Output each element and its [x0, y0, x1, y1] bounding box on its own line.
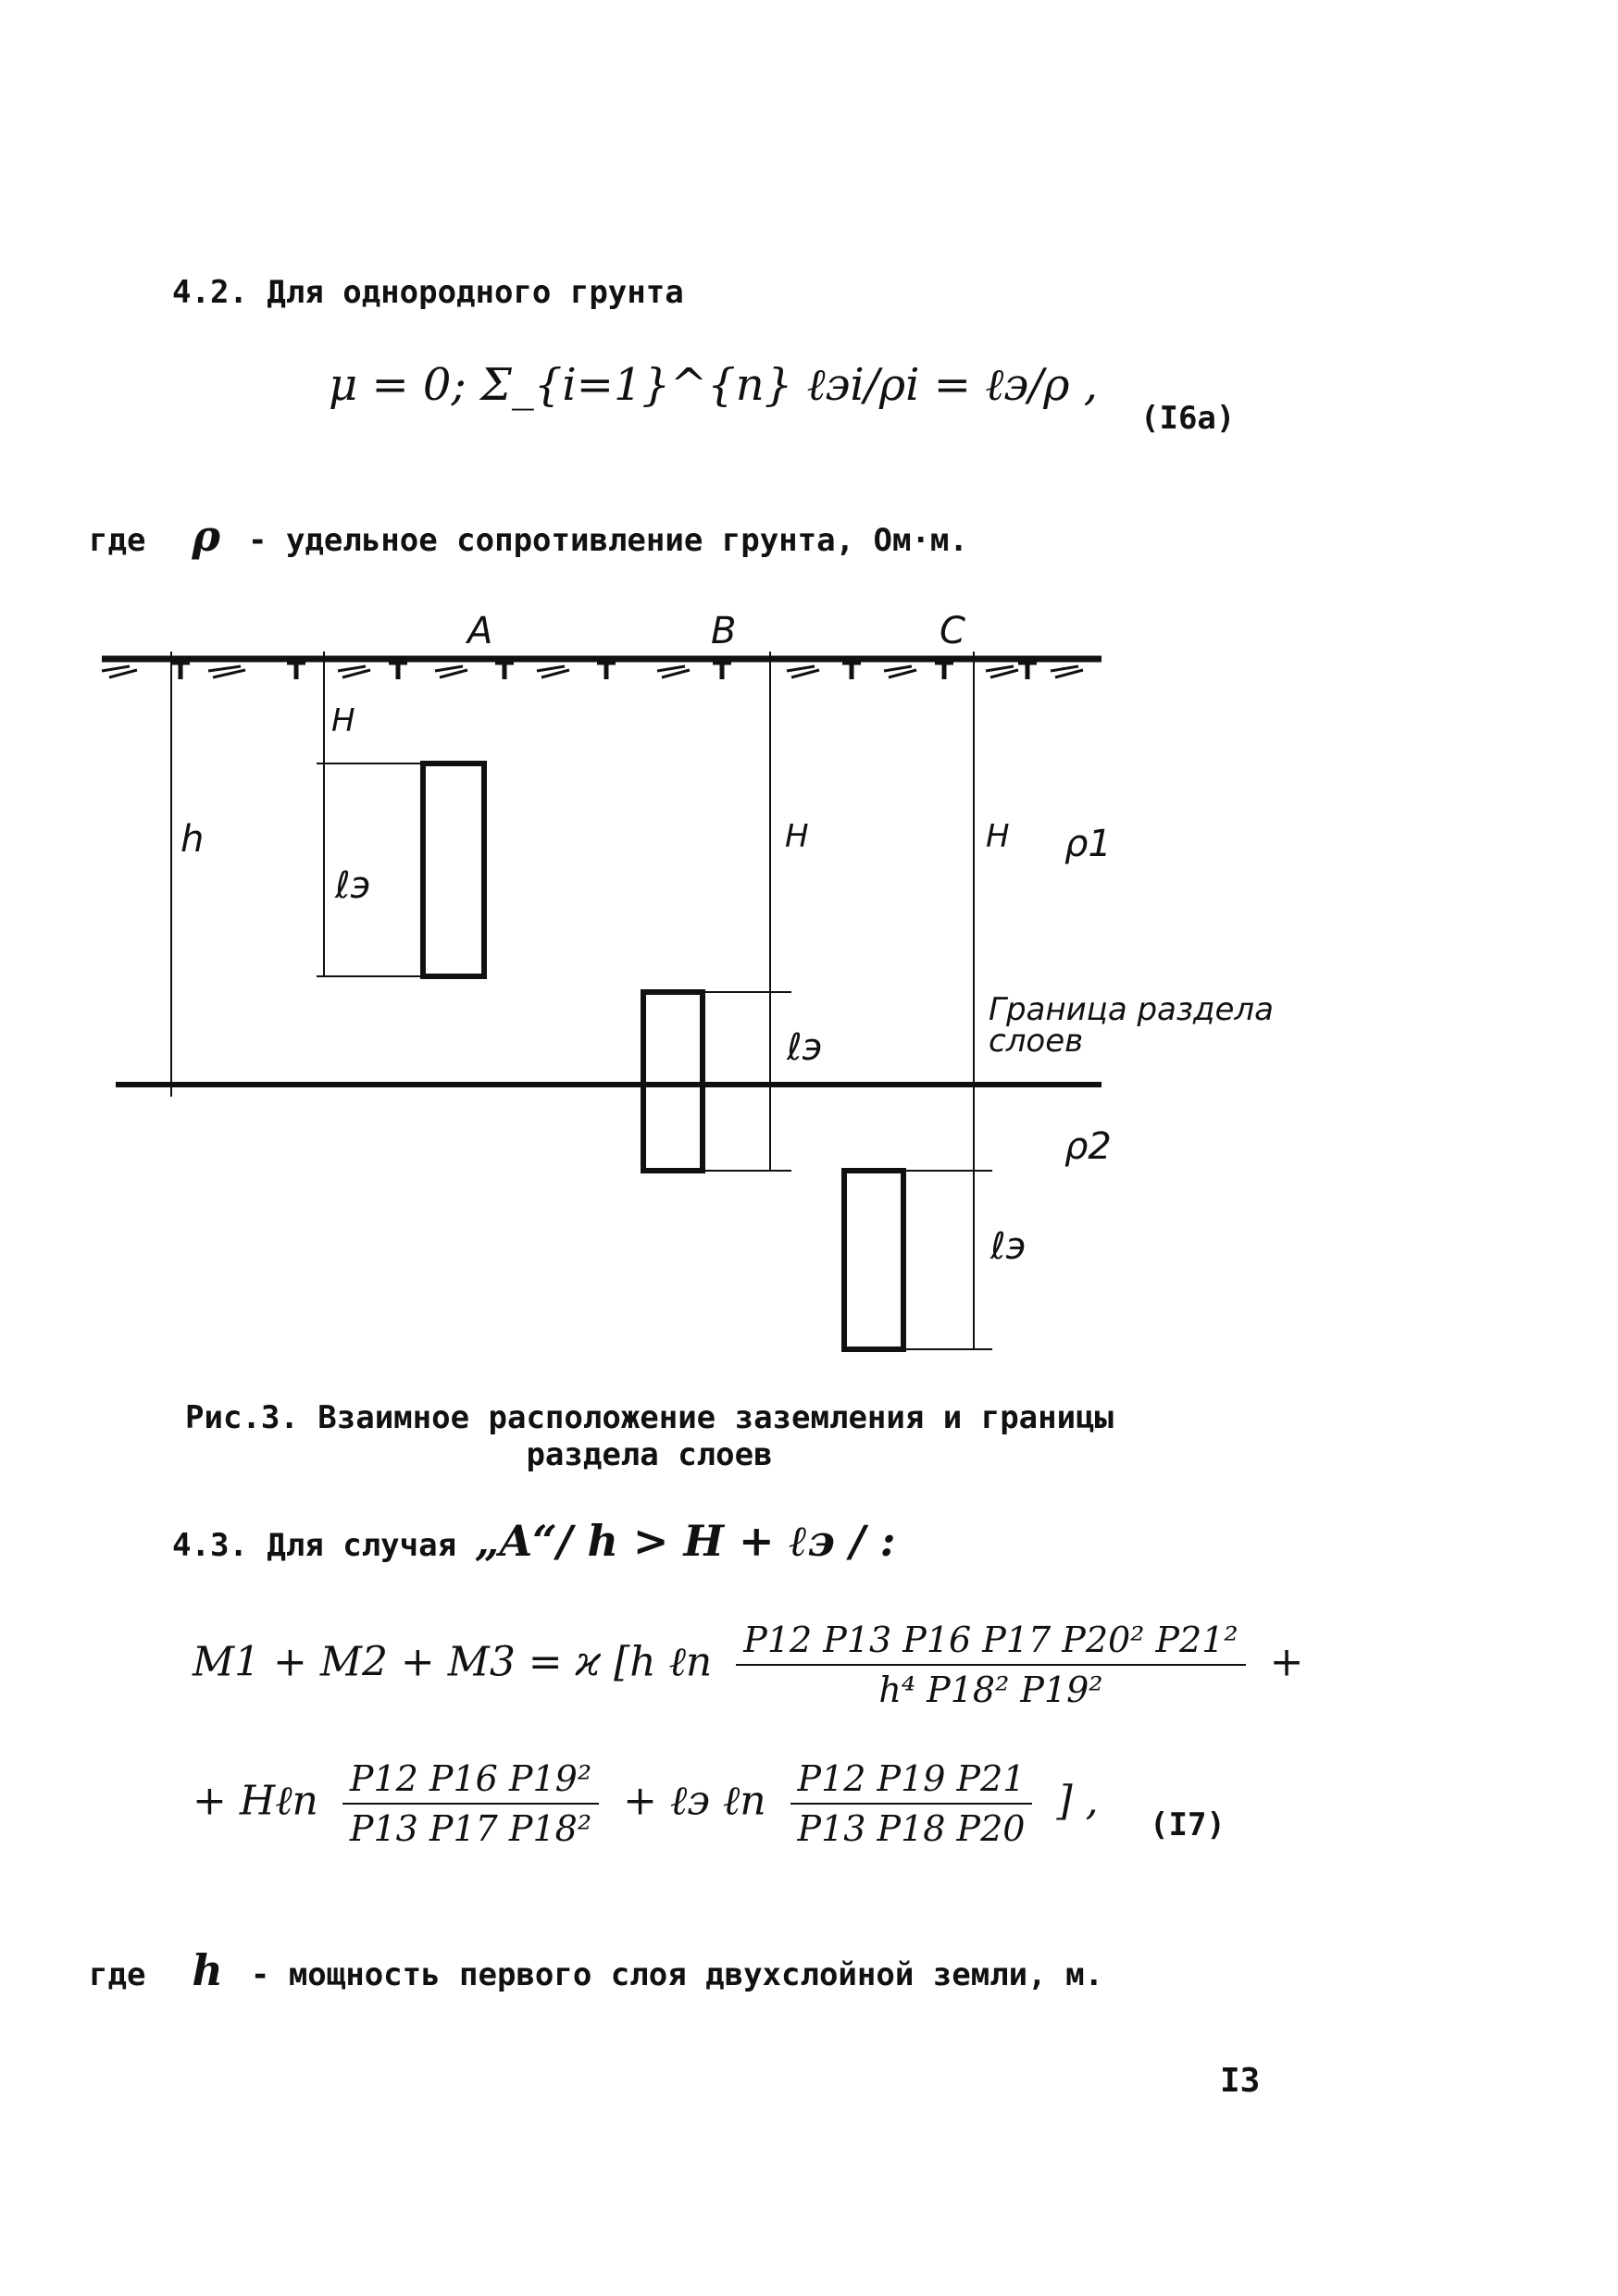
where-rho-definition: где ρ - удельное сопротивление грунта, Ом·…: [89, 511, 968, 561]
label-h-layer: h: [180, 818, 204, 861]
label-a: A: [465, 610, 492, 652]
where-label: где: [89, 522, 146, 559]
fraction-2-denominator: P13 P17 P18²: [349, 1808, 592, 1849]
formula-17-line1-tail: +: [1269, 1638, 1304, 1686]
label-le-b: ℓэ: [786, 1026, 822, 1069]
page-number: I3: [1220, 2062, 1261, 2100]
formula-17-line2-head: + Hℓn: [193, 1777, 318, 1825]
label-le-a: ℓэ: [334, 864, 370, 907]
where-h-definition: где h - мощность первого слоя двухслойной …: [89, 1945, 1103, 1995]
figure-3-diagram: A B C h H ℓэ H ℓэ H ℓэ ρ1 ρ2 Граница раз…: [101, 610, 1274, 1352]
formula-17-fraction-3: P12 P19 P21 P13 P18 P20: [790, 1758, 1033, 1849]
equation-number-16a: (I6a): [1140, 400, 1236, 437]
fraction-1-numerator: P12 P13 P16 P17 P20² P21²: [736, 1620, 1246, 1666]
fraction-2-numerator: P12 P16 P19²: [342, 1758, 600, 1805]
formula-17-line-2: + Hℓn P12 P16 P19² P13 P17 P18² + ℓэ ℓn …: [193, 1758, 1099, 1849]
formula-17-fraction-1: P12 P13 P16 P17 P20² P21² h⁴ P18² P19²: [736, 1620, 1246, 1710]
formula-17-line-1: M1 + M2 + M3 = ϰ [h ℓn P12 P13 P16 P17 P…: [193, 1620, 1304, 1710]
formula-16a: μ = 0; Σ_{i=1}^{n} ℓэi/ρi = ℓэ/ρ ,: [329, 359, 1098, 411]
caption-line-2: раздела слоев: [526, 1436, 773, 1473]
formula-17-line2-mid: + ℓэ ℓn: [623, 1777, 766, 1825]
boundary-label-line2: слоев: [989, 1023, 1083, 1060]
h-symbol: h: [192, 1945, 223, 1995]
boundary-label-line1: Граница раздела: [989, 991, 1274, 1028]
label-b: B: [711, 610, 736, 652]
section-heading-4-3: 4.3. Для случая „A“/ h > H + ℓэ / :: [172, 1516, 896, 1566]
rho-symbol: ρ: [192, 511, 221, 561]
label-le-c: ℓэ: [989, 1225, 1026, 1268]
electrode-c: [841, 1168, 906, 1352]
section-heading-4-2: 4.2. Для однородного грунта: [172, 274, 684, 311]
case-condition: „A“/ h > H + ℓэ / :: [475, 1516, 896, 1566]
h-definition-text: - мощность первого слоя двухслойной земл…: [250, 1956, 1104, 1993]
figure-caption: Рис.3. Взаимное расположение заземления …: [185, 1399, 1114, 1473]
rho-definition-text: - удельное сопротивление грунта, Ом·м.: [248, 522, 968, 559]
label-rho2: ρ2: [1064, 1125, 1112, 1168]
label-c: C: [940, 610, 965, 652]
where-label-2: где: [89, 1956, 146, 1993]
section-heading-4-3-text: 4.3. Для случая: [172, 1527, 457, 1564]
formula-17-line2-tail: ] ,: [1056, 1777, 1099, 1825]
label-rho1: ρ1: [1064, 823, 1112, 865]
caption-line-1: Рис.3. Взаимное расположение заземления …: [185, 1399, 1114, 1436]
fraction-1-denominator: h⁴ P18² P19²: [878, 1669, 1103, 1710]
electrode-a: [420, 761, 487, 979]
fraction-3-denominator: P13 P18 P20: [797, 1808, 1026, 1849]
equation-number-17: (I7): [1150, 1806, 1226, 1843]
formula-17-fraction-2: P12 P16 P19² P13 P17 P18²: [342, 1758, 600, 1849]
fraction-3-numerator: P12 P19 P21: [790, 1758, 1033, 1805]
label-H-c: H: [986, 818, 1010, 855]
grass-ticks: [171, 660, 1037, 679]
label-H-b: H: [785, 818, 809, 855]
electrode-b: [641, 989, 705, 1173]
ground-hatching: [101, 664, 1084, 679]
formula-17-lhs: M1 + M2 + M3 = ϰ [h ℓn: [193, 1638, 713, 1686]
label-H-a: H: [331, 702, 355, 739]
